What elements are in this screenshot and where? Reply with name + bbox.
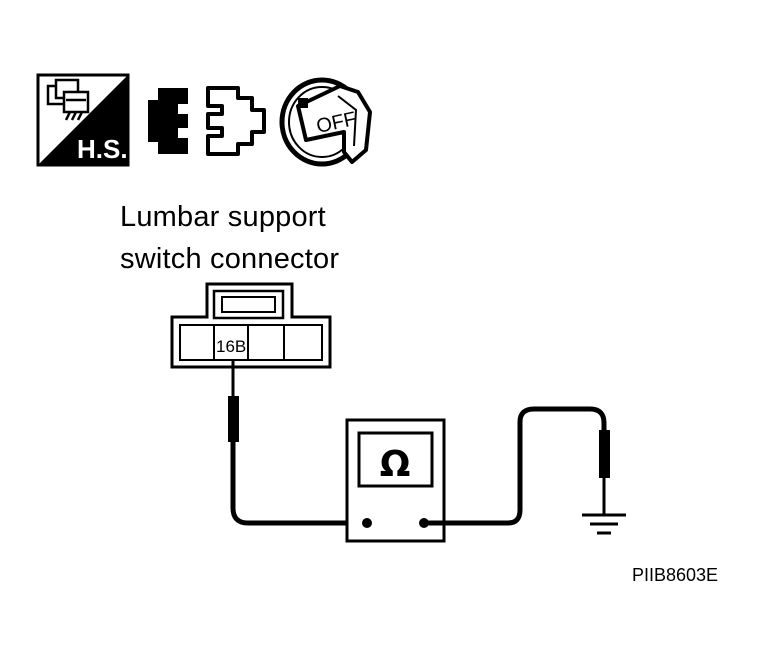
diagram-code: PIIB8603E (632, 565, 719, 585)
ohm-symbol: Ω (380, 444, 411, 485)
probe-lead-ground (424, 406, 610, 526)
switch-connector: 16B (170, 282, 332, 369)
connector-caption: Lumbar support switch connector (120, 196, 339, 280)
connector-disconnect-icon (148, 86, 266, 156)
ignition-key-off-icon: OFF (279, 77, 372, 167)
svg-text:H.S.: H.S. (77, 134, 128, 164)
probe-lead-connector (228, 360, 367, 526)
harness-disconnected-icon: H.S. (36, 73, 130, 167)
ground-icon (582, 513, 626, 535)
terminal-label: 16B (216, 337, 246, 356)
meter-terminal-left (362, 518, 372, 528)
caption-line-1: Lumbar support (120, 201, 326, 233)
caption-line-2: switch connector (120, 243, 340, 275)
